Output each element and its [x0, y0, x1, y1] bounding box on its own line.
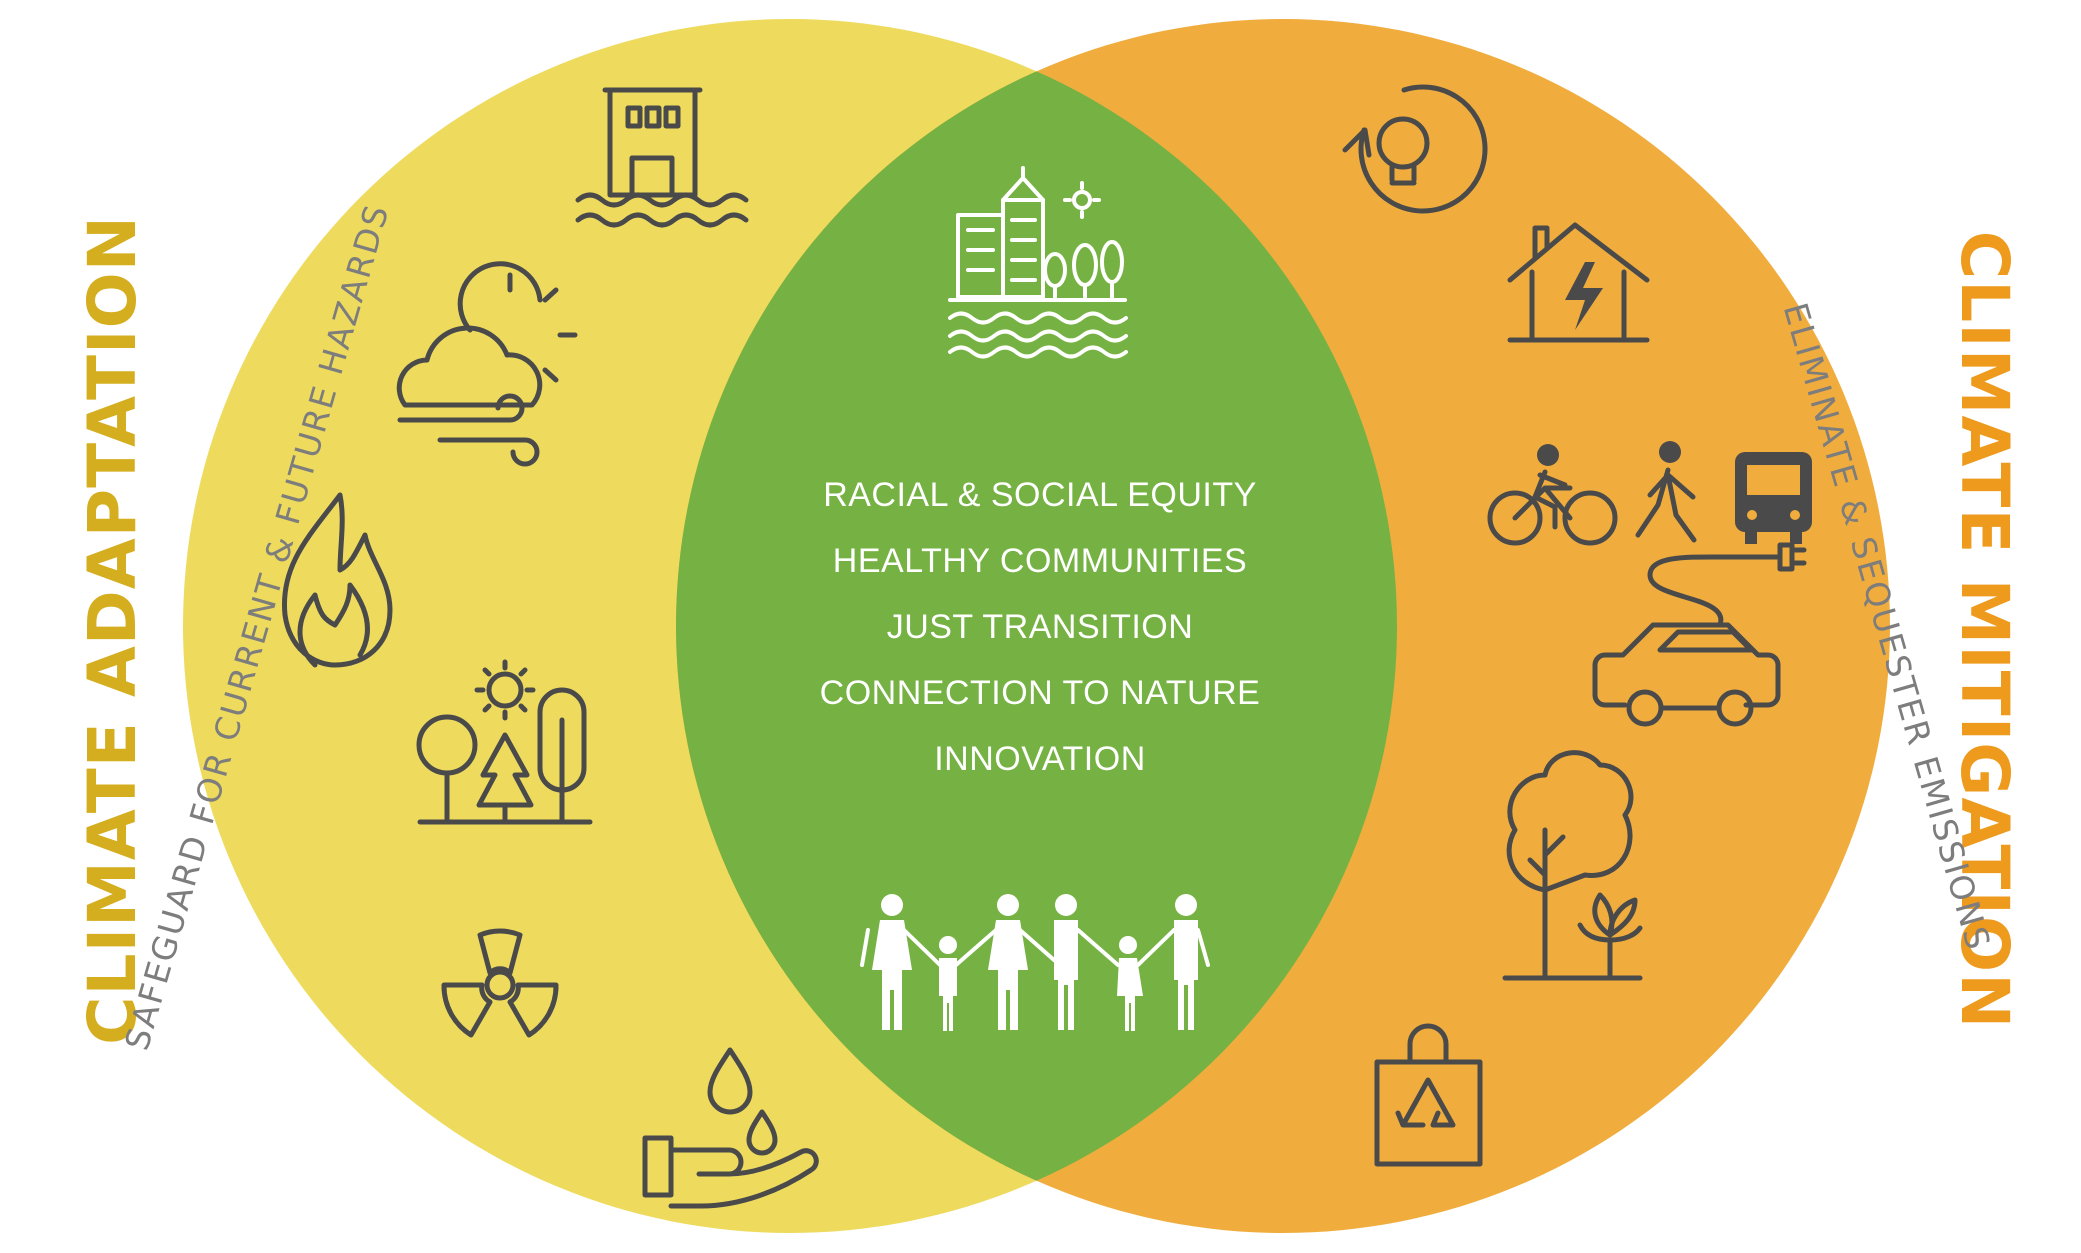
shared-values-list: RACIAL & SOCIAL EQUITY HEALTHY COMMUNITI… [820, 476, 1261, 778]
value-item: CONNECTION TO NATURE [820, 674, 1261, 712]
mitigation-title: CLIMATE MITIGATION [1946, 231, 2023, 1030]
value-item: INNOVATION [934, 740, 1146, 778]
tree-plant-icon [1502, 750, 1643, 981]
waterfront-city-icon [948, 166, 1128, 359]
child-figure [939, 936, 957, 1031]
recycle-bag-icon [1374, 1023, 1483, 1167]
adaptation-title: CLIMATE ADAPTATION [74, 215, 151, 1045]
person-figure [1054, 894, 1078, 1030]
radiation-icon [441, 928, 559, 1038]
flooded-building-icon [575, 87, 749, 228]
value-item: RACIAL & SOCIAL EQUITY [823, 476, 1257, 514]
bus-icon [1735, 452, 1812, 544]
forest-heat-icon [416, 659, 593, 825]
storm-weather-icon [396, 261, 578, 467]
pedestrian-icon [1635, 441, 1697, 543]
community-people-icon [860, 894, 1210, 1031]
value-item: JUST TRANSITION [887, 608, 1194, 646]
person-figure [872, 894, 912, 1030]
cyclist-icon [1487, 444, 1618, 546]
electric-home-icon [1507, 222, 1650, 343]
person-figure [1174, 894, 1198, 1030]
wildfire-icon [281, 492, 393, 668]
water-hand-icon [642, 1047, 819, 1209]
renewable-lightbulb-icon [1342, 84, 1488, 214]
value-item: HEALTHY COMMUNITIES [833, 542, 1247, 580]
electric-car-icon [1592, 542, 1807, 727]
child-figure [1117, 936, 1143, 1031]
person-figure [988, 894, 1028, 1030]
